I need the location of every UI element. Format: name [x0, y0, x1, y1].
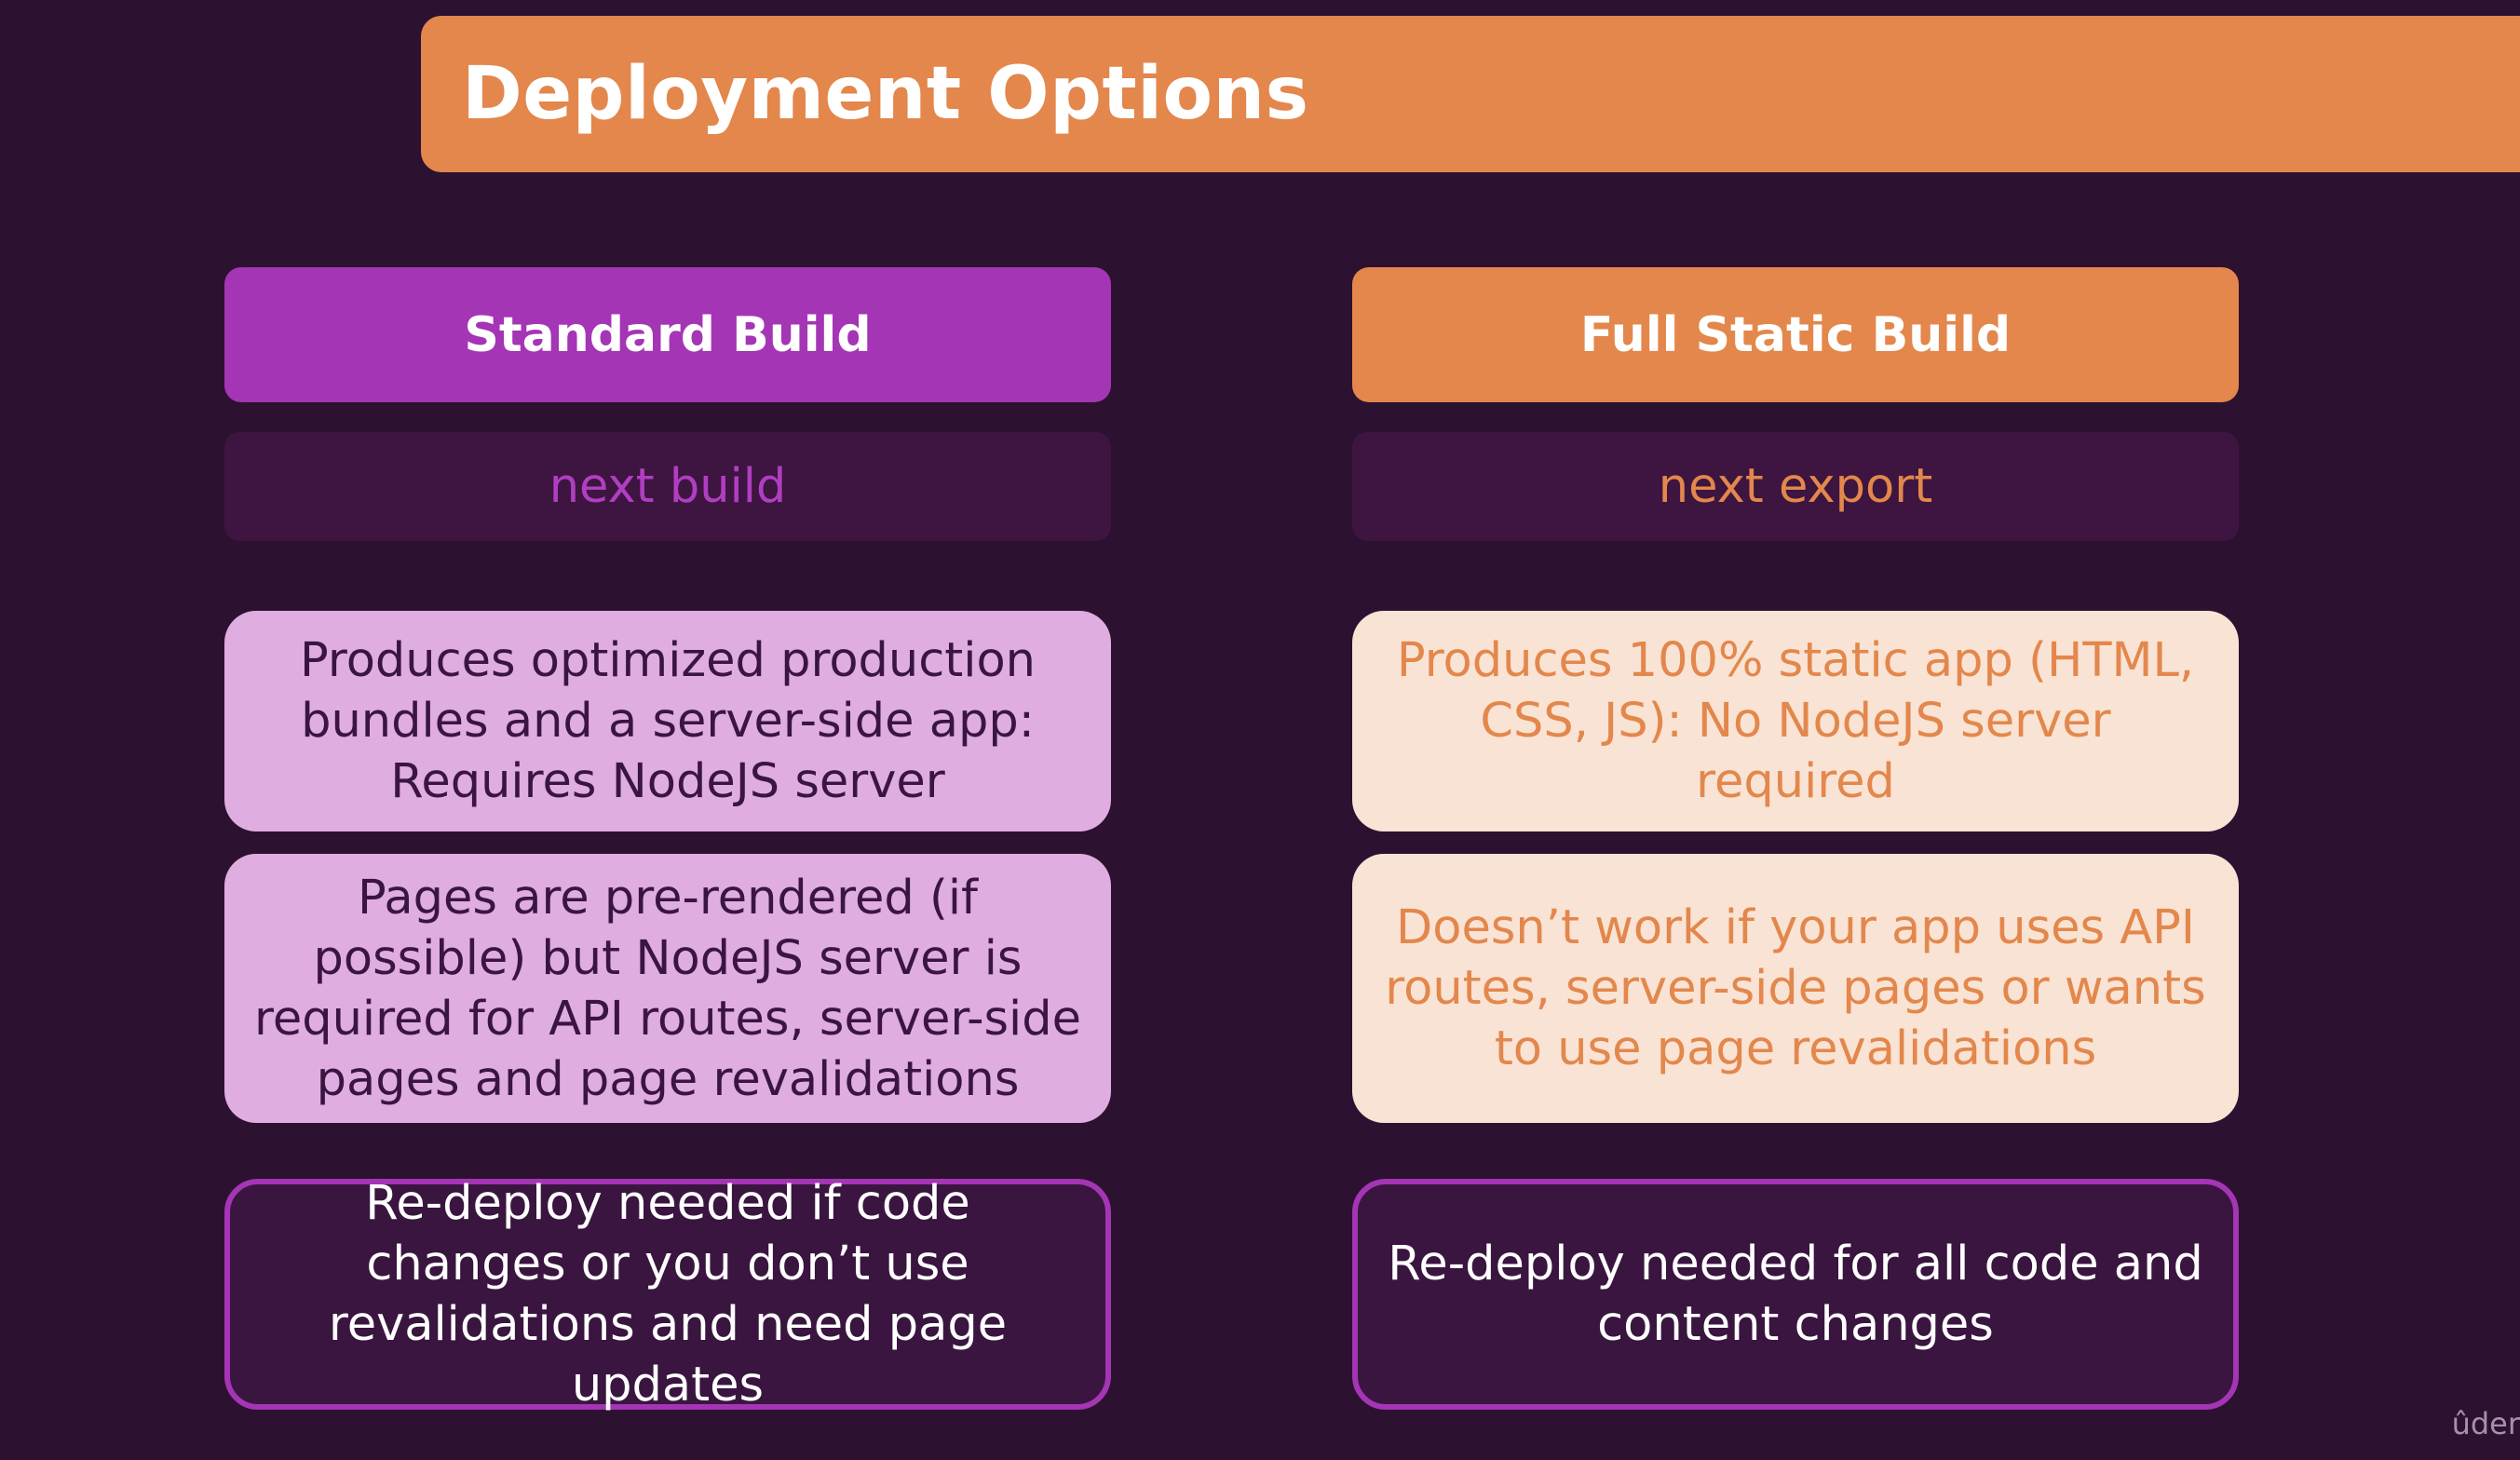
- full-static-build-description-1: Produces 100% static app (HTML, CSS, JS)…: [1352, 611, 2239, 831]
- full-static-build-command: next export: [1352, 432, 2239, 541]
- slide-title: Deployment Options: [462, 52, 1309, 136]
- standard-build-command: next build: [224, 432, 1111, 541]
- standard-build-description-2: Pages are pre-rendered (if possible) but…: [224, 854, 1111, 1123]
- full-static-build-description-2: Doesn’t work if your app uses API routes…: [1352, 854, 2239, 1123]
- standard-build-note: Re-deploy needed if code changes or you …: [224, 1176, 1111, 1413]
- watermark: ûder: [2451, 1406, 2520, 1441]
- title-banner: Deployment Options: [421, 16, 2520, 172]
- standard-build-description-1: Produces optimized production bundles an…: [224, 611, 1111, 831]
- full-static-build-header: Full Static Build: [1352, 267, 2239, 402]
- full-static-build-note: Re-deploy needed for all code and conten…: [1352, 1179, 2239, 1410]
- standard-build-header: Standard Build: [224, 267, 1111, 402]
